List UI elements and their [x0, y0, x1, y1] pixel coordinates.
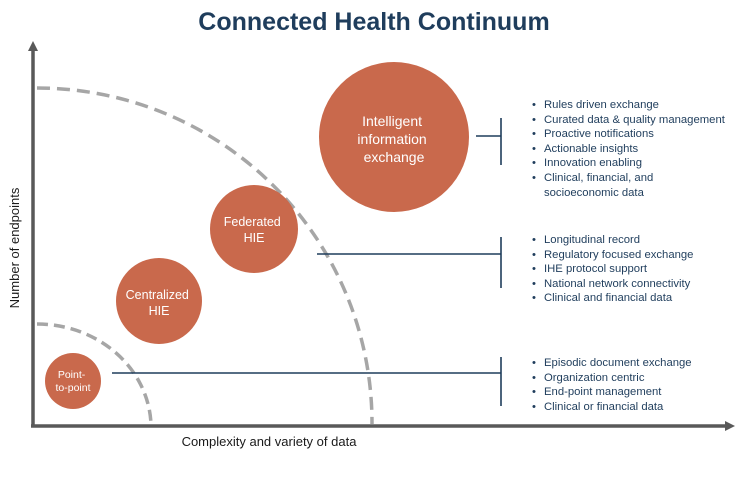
feature-item: Clinical and financial data [530, 291, 745, 306]
diagram-title: Connected Health Continuum [198, 8, 550, 36]
connector-point-to-point [112, 357, 502, 406]
features-intelligent: Rules driven exchange Curated data & qua… [530, 98, 745, 200]
feature-item: Episodic document exchange [530, 356, 745, 371]
x-axis-label: Complexity and variety of data [182, 434, 358, 449]
feature-item: Innovation enabling [530, 156, 745, 171]
feature-item: Curated data & quality management [530, 113, 745, 128]
feature-item: Organization centric [530, 371, 745, 386]
bubble-federated-hie: Federated HIE [210, 185, 298, 273]
bubble-point-to-point: Point- to-point [45, 353, 101, 409]
outer-quarter-arc [36, 86, 374, 425]
features-federated: Longitudinal record Regulatory focused e… [530, 233, 745, 306]
feature-item: End-point management [530, 385, 745, 400]
feature-item: Clinical or financial data [530, 400, 745, 415]
bubble-label: Centralized HIE [126, 288, 193, 318]
y-axis-label: Number of endpoints [7, 187, 22, 308]
feature-item: Actionable insights [530, 142, 745, 157]
feature-item: Longitudinal record [530, 233, 745, 248]
connector-federated [317, 237, 502, 288]
inner-quarter-arc [36, 322, 153, 425]
feature-item: Clinical, financial, and socioeconomic d… [530, 171, 745, 200]
feature-item: Rules driven exchange [530, 98, 745, 113]
bubble-label: Federated HIE [224, 215, 284, 245]
bubble-label: Intelligent information exchange [357, 113, 430, 165]
feature-item: National network connectivity [530, 277, 745, 292]
bubble-intelligent-information-exchange: Intelligent information exchange [319, 62, 469, 212]
connector-intelligent [476, 118, 502, 165]
bubble-centralized-hie: Centralized HIE [116, 258, 202, 344]
feature-item: Proactive notifications [530, 127, 745, 142]
bubble-label: Point- to-point [55, 369, 90, 394]
feature-item: Regulatory focused exchange [530, 248, 745, 263]
feature-item: IHE protocol support [530, 262, 745, 277]
features-point-to-point: Episodic document exchange Organization … [530, 356, 745, 414]
